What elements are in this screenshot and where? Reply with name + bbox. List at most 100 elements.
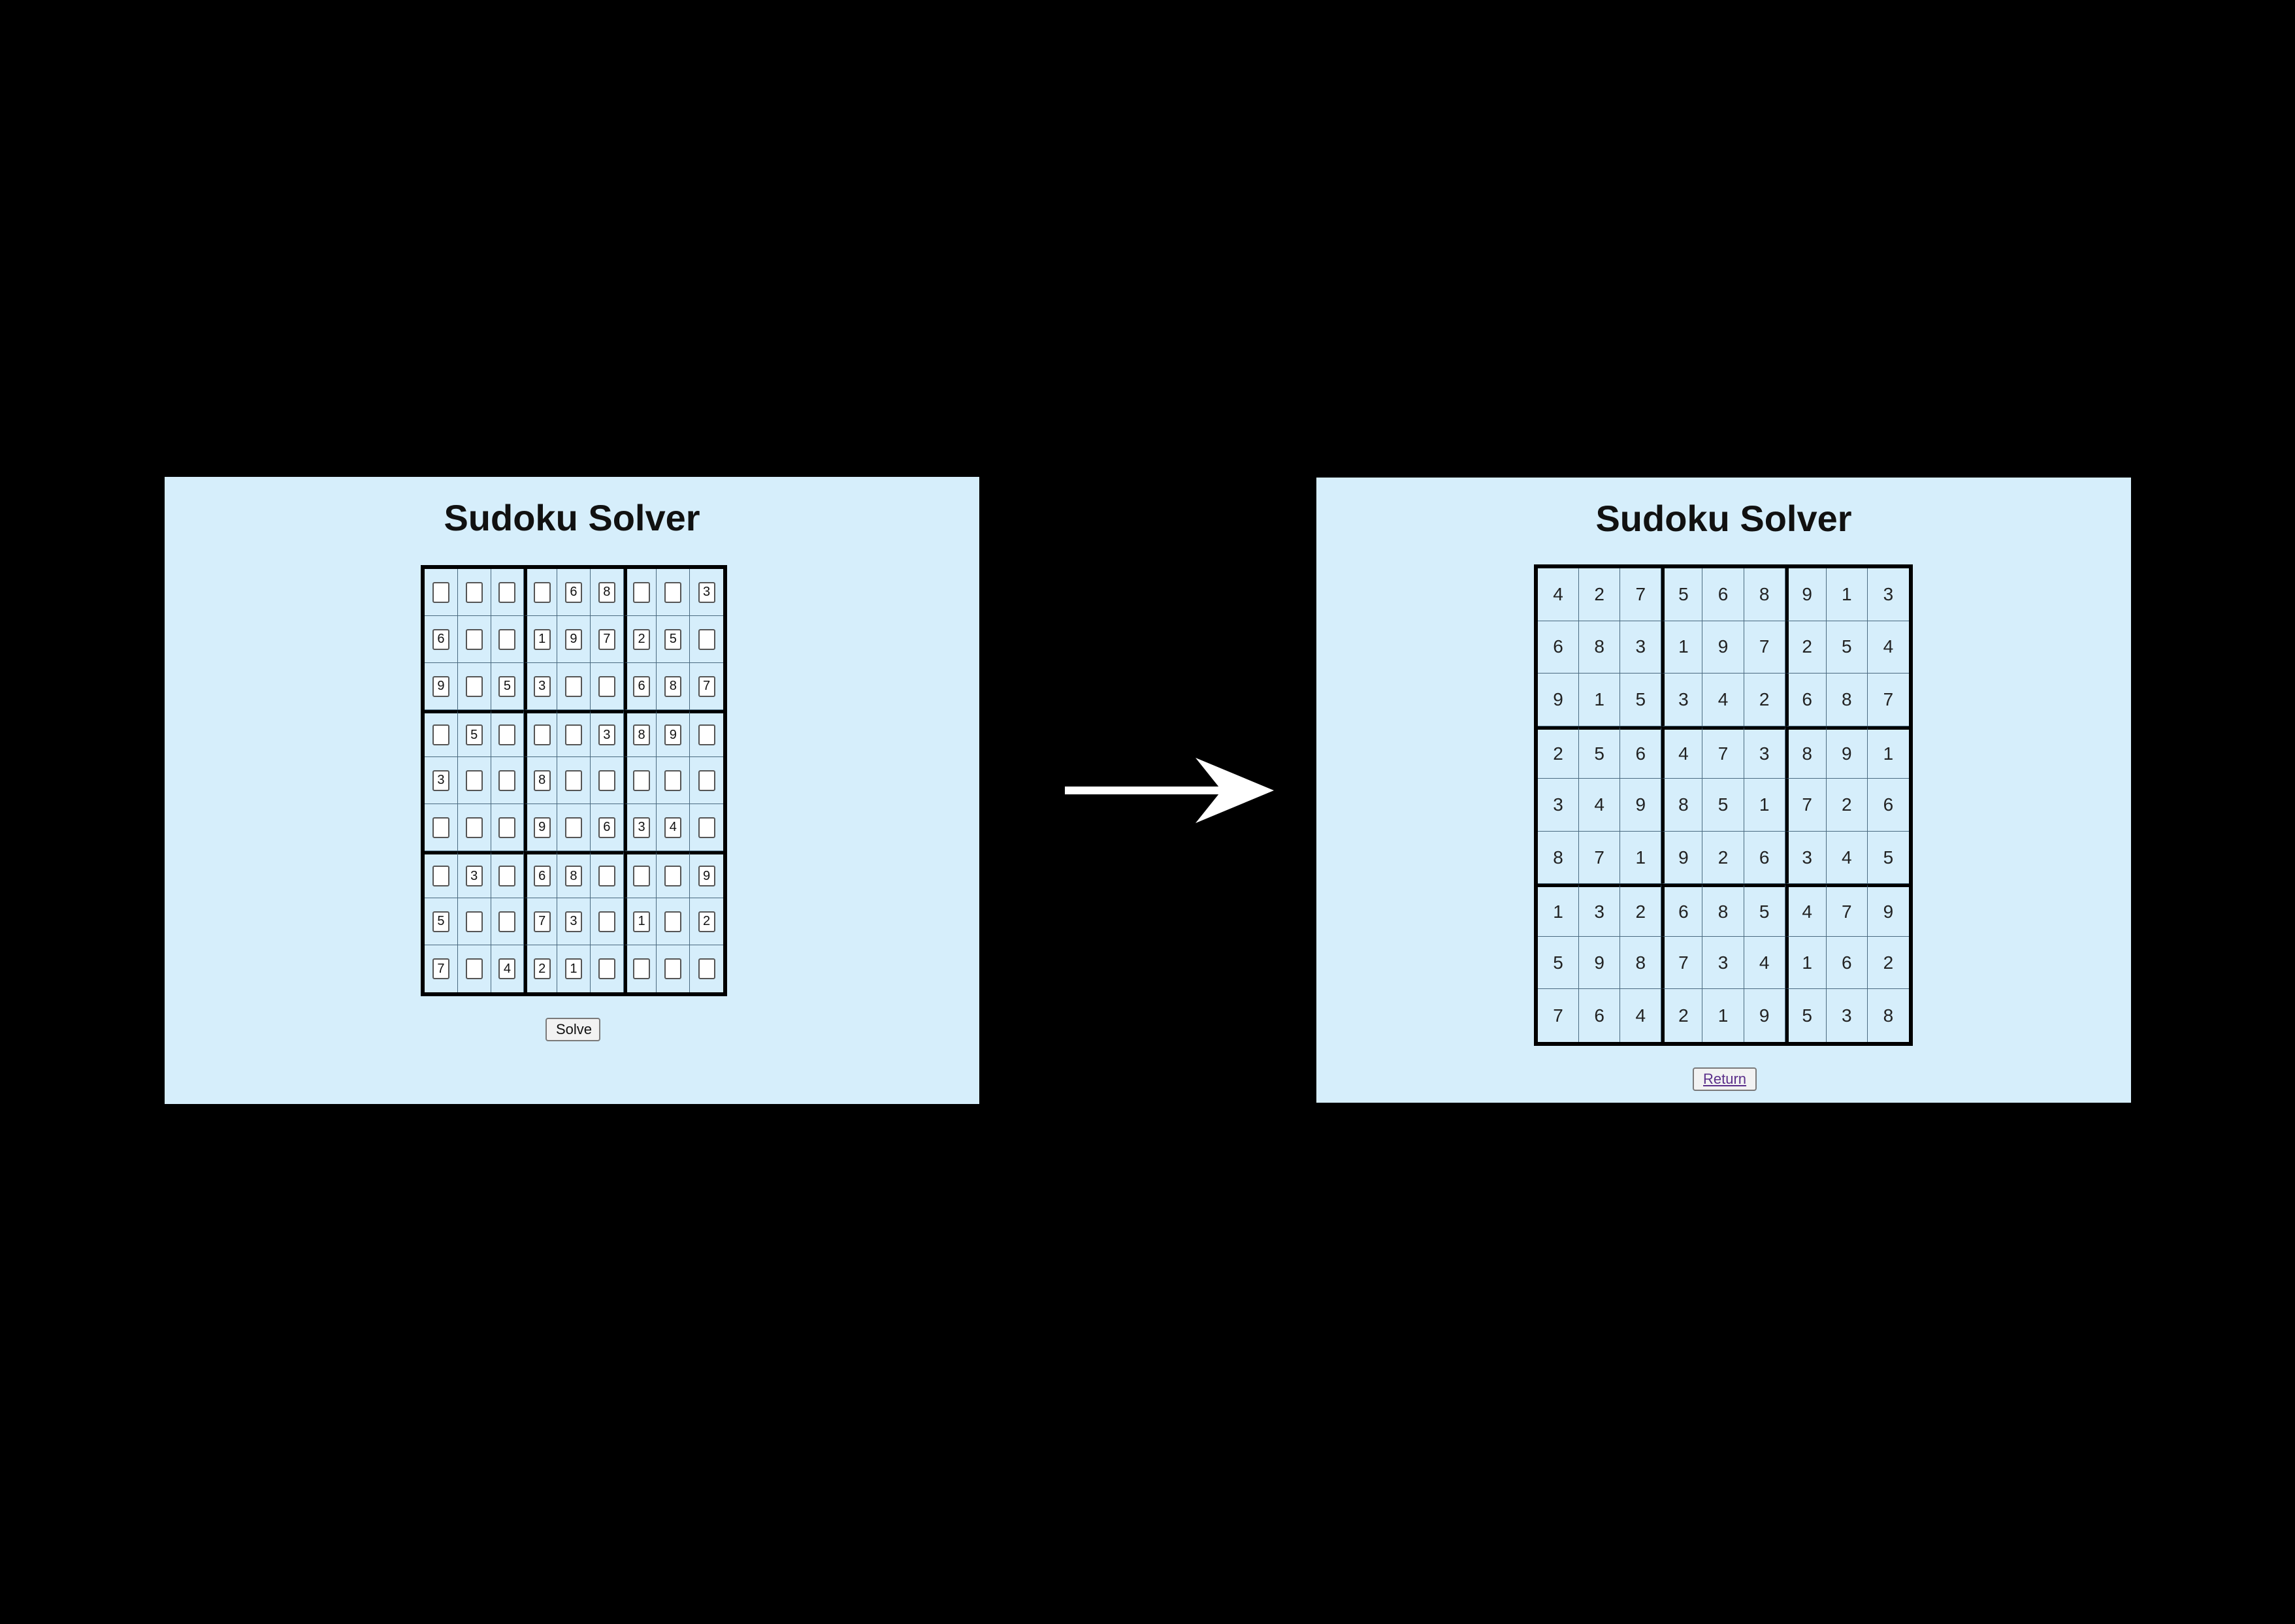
sudoku-cell-input[interactable] [633, 958, 651, 979]
sudoku-cell-input[interactable] [432, 911, 449, 932]
sudoku-cell-input[interactable] [598, 675, 615, 697]
sudoku-cell-input[interactable] [498, 724, 516, 745]
sudoku-cell-input[interactable] [533, 958, 551, 979]
sudoku-cell-input[interactable] [664, 911, 682, 932]
sudoku-cell-input[interactable] [698, 628, 715, 650]
sudoku-cell-input[interactable] [432, 724, 449, 745]
sudoku-cell-input[interactable] [465, 770, 483, 791]
sudoku-cell-input[interactable] [465, 866, 483, 886]
sudoku-cell-input[interactable] [465, 817, 483, 838]
sudoku-cell-input[interactable] [698, 675, 715, 697]
sudoku-solution-cell: 7 [1744, 621, 1785, 674]
sudoku-cell-input[interactable] [633, 675, 651, 697]
sudoku-cell-input[interactable] [564, 958, 582, 979]
sudoku-cell-input[interactable] [498, 958, 516, 979]
sudoku-cell-input[interactable] [465, 724, 483, 745]
sudoku-cell-input[interactable] [533, 675, 551, 697]
sudoku-solution-cell: 9 [1867, 884, 1909, 937]
sudoku-cell-input[interactable] [498, 866, 516, 886]
sudoku-cell-input[interactable] [598, 724, 615, 745]
sudoku-cell-input[interactable] [633, 628, 651, 650]
sudoku-cell-input[interactable] [598, 581, 615, 603]
sudoku-cell-input[interactable] [598, 628, 615, 650]
sudoku-cell-input[interactable] [598, 866, 615, 886]
sudoku-cell-input[interactable] [633, 911, 651, 932]
sudoku-input-cell [623, 945, 657, 992]
sudoku-cell-input[interactable] [564, 628, 582, 650]
sudoku-cell-input[interactable] [598, 770, 615, 791]
sudoku-cell-input[interactable] [465, 675, 483, 697]
sudoku-cell-input[interactable] [465, 581, 483, 603]
sudoku-solution-cell: 1 [1744, 779, 1785, 832]
sudoku-cell-input[interactable] [633, 770, 651, 791]
sudoku-cell-input[interactable] [564, 911, 582, 932]
sudoku-cell-input[interactable] [533, 911, 551, 932]
sudoku-cell-input[interactable] [432, 866, 449, 886]
sudoku-cell-input[interactable] [564, 817, 582, 838]
sudoku-cell-input[interactable] [432, 770, 449, 791]
sudoku-cell-input[interactable] [533, 817, 551, 838]
sudoku-solution-cell: 3 [1620, 621, 1662, 674]
sudoku-cell-input[interactable] [498, 628, 516, 650]
sudoku-cell-input[interactable] [664, 724, 682, 745]
sudoku-cell-input[interactable] [564, 581, 582, 603]
sudoku-cell-input[interactable] [498, 675, 516, 697]
sudoku-solution-cell: 8 [1620, 936, 1662, 990]
return-link[interactable]: Return [1693, 1067, 1757, 1091]
sudoku-cell-input[interactable] [598, 817, 615, 838]
sudoku-cell-input[interactable] [498, 911, 516, 932]
sudoku-cell-input[interactable] [533, 628, 551, 650]
sudoku-cell-input[interactable] [498, 581, 516, 603]
sudoku-cell-input[interactable] [498, 817, 516, 838]
sudoku-cell-input[interactable] [664, 628, 682, 650]
sudoku-cell-input[interactable] [633, 866, 651, 886]
sudoku-cell-input[interactable] [564, 724, 582, 745]
sudoku-input-cell [557, 851, 591, 898]
sudoku-cell-input[interactable] [465, 911, 483, 932]
sudoku-input-cell [425, 804, 458, 851]
sudoku-cell-input[interactable] [698, 770, 715, 791]
sudoku-cell-input[interactable] [564, 675, 582, 697]
sudoku-solution-cell: 4 [1785, 884, 1827, 937]
sudoku-cell-input[interactable] [698, 817, 715, 838]
sudoku-cell-input[interactable] [533, 866, 551, 886]
sudoku-cell-input[interactable] [432, 628, 449, 650]
sudoku-cell-input[interactable] [698, 581, 715, 603]
sudoku-cell-input[interactable] [633, 817, 651, 838]
sudoku-cell-input[interactable] [564, 770, 582, 791]
sudoku-solution-cell: 8 [1661, 779, 1703, 832]
sudoku-cell-input[interactable] [598, 911, 615, 932]
sudoku-cell-input[interactable] [633, 581, 651, 603]
sudoku-cell-input[interactable] [432, 581, 449, 603]
sudoku-cell-input[interactable] [664, 866, 682, 886]
sudoku-cell-input[interactable] [664, 581, 682, 603]
sudoku-cell-input[interactable] [664, 958, 682, 979]
solve-button[interactable]: Solve [545, 1018, 600, 1041]
sudoku-cell-input[interactable] [664, 770, 682, 791]
sudoku-input-panel: Sudoku Solver Solve [165, 477, 979, 1104]
sudoku-cell-input[interactable] [664, 817, 682, 838]
sudoku-cell-input[interactable] [533, 581, 551, 603]
sudoku-cell-input[interactable] [698, 958, 715, 979]
sudoku-cell-input[interactable] [533, 770, 551, 791]
sudoku-cell-input[interactable] [564, 866, 582, 886]
sudoku-cell-input[interactable] [432, 817, 449, 838]
sudoku-cell-input[interactable] [498, 770, 516, 791]
sudoku-cell-input[interactable] [465, 958, 483, 979]
sudoku-solution-cell: 2 [1867, 937, 1909, 990]
sudoku-solution-cell: 9 [1744, 989, 1785, 1042]
sudoku-cell-input[interactable] [698, 911, 715, 932]
sudoku-solution-cell: 7 [1579, 831, 1621, 885]
sudoku-input-cell [690, 945, 723, 992]
sudoku-cell-input[interactable] [432, 958, 449, 979]
sudoku-cell-input[interactable] [598, 958, 615, 979]
sudoku-solution-cell: 2 [1661, 989, 1703, 1042]
sudoku-cell-input[interactable] [633, 724, 651, 745]
sudoku-cell-input[interactable] [664, 675, 682, 697]
sudoku-cell-input[interactable] [465, 628, 483, 650]
sudoku-cell-input[interactable] [432, 675, 449, 697]
sudoku-cell-input[interactable] [698, 724, 715, 745]
sudoku-cell-input[interactable] [698, 866, 715, 886]
sudoku-cell-input[interactable] [533, 724, 551, 745]
sudoku-solution-cell: 3 [1744, 726, 1785, 779]
